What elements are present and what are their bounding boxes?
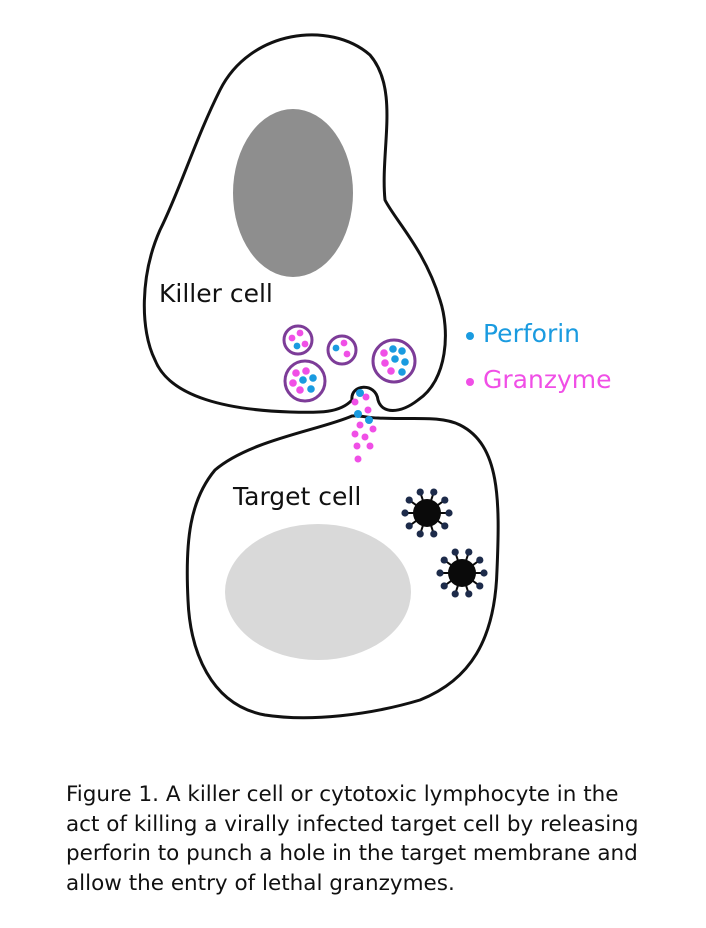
- granules: [282, 324, 417, 403]
- legend-granzyme-dot: [466, 378, 474, 386]
- caption-line: allow the entry of lethal granzymes.: [66, 870, 455, 896]
- caption-line: act of killing a virally infected target…: [66, 811, 639, 837]
- cell-diagram: Killer cell Target cell Perforin Granzym…: [142, 33, 611, 720]
- legend-granzyme-label: Granzyme: [483, 365, 611, 394]
- figure-caption: Figure 1. A killer cell or cytotoxic lym…: [66, 780, 686, 898]
- caption-line: Figure 1. A killer cell or cytotoxic lym…: [66, 782, 619, 807]
- legend-perforin-label: Perforin: [483, 319, 580, 348]
- granule: [283, 359, 327, 403]
- granule: [371, 338, 417, 384]
- granule: [282, 324, 314, 356]
- released-molecules: [351, 389, 377, 463]
- virus: [401, 488, 453, 538]
- virus: [436, 548, 488, 598]
- killer-cell-label: Killer cell: [159, 279, 273, 308]
- caption-line: perforin to punch a hole in the target m…: [66, 841, 638, 866]
- legend-perforin-dot: [466, 332, 474, 340]
- killer-cell-nucleus: [233, 109, 353, 277]
- target-cell-label: Target cell: [232, 482, 361, 511]
- legend: Perforin Granzyme: [466, 319, 611, 394]
- granule: [326, 334, 358, 366]
- target-cell-nucleus: [225, 524, 411, 660]
